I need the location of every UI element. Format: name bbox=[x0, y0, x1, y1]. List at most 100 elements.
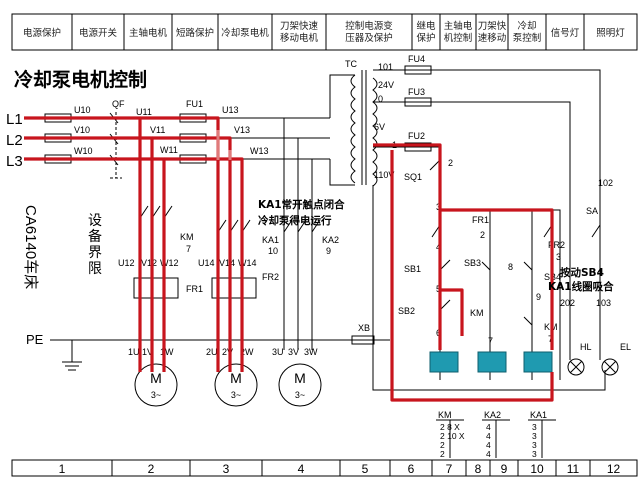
contact-table-row: 4 bbox=[486, 440, 491, 450]
header-cell-12-line-1: 信号灯 bbox=[551, 27, 580, 39]
header-cell-2-line-1: 电源开关 bbox=[79, 27, 118, 39]
annotation-sb4-line2: KA1线圈吸合 bbox=[548, 280, 614, 293]
footer-cell-9: 9 bbox=[501, 462, 508, 476]
wire-V10: V10 bbox=[74, 125, 90, 135]
motor-symbol: M bbox=[150, 370, 162, 386]
voltage-6v: 6V bbox=[374, 122, 385, 132]
header-cell-8-line-2: 保护 bbox=[416, 32, 435, 44]
contact-KA2-label: KA2 bbox=[322, 235, 339, 245]
header-cell-10-line-1: 刀架快 bbox=[478, 20, 507, 32]
equipment-boundary-char: 设 bbox=[88, 212, 102, 228]
diagram-title: 冷却泵电机控制 bbox=[14, 68, 147, 91]
relay-FR2-label: FR2 bbox=[548, 240, 565, 250]
header-cell-9-line-1: 主轴电 bbox=[444, 20, 473, 32]
contact-table-row: 3 bbox=[532, 440, 537, 450]
motor-ac-symbol: 3~ bbox=[231, 390, 241, 400]
ref-7: 7 bbox=[186, 244, 191, 254]
footer-cell-12: 12 bbox=[607, 462, 621, 476]
node-202: 202 bbox=[560, 298, 575, 308]
ref-9: 9 bbox=[326, 246, 331, 256]
contact-table-title: KA2 bbox=[484, 410, 501, 420]
button-SB2-label: SB2 bbox=[398, 306, 415, 316]
footer-cell-3: 3 bbox=[223, 462, 230, 476]
fuse-FU4-label: FU4 bbox=[408, 54, 425, 64]
motor-terminal-label: 2W bbox=[240, 347, 254, 357]
contact-table-row: 3 bbox=[532, 431, 537, 441]
lamp-HL bbox=[567, 358, 585, 376]
wire-V14: V14 bbox=[219, 258, 235, 268]
overload-FR1-label: FR1 bbox=[186, 284, 203, 294]
footer-cell-11: 11 bbox=[567, 462, 580, 476]
machine-label: CA6140车床 bbox=[22, 205, 39, 289]
fuse-FU2-label: FU2 bbox=[408, 131, 425, 141]
wire-W10: W10 bbox=[74, 146, 93, 156]
pe-label: PE bbox=[26, 332, 44, 347]
fuse-FU1-label: FU1 bbox=[186, 99, 203, 109]
header-cell-6-line-1: 刀架快速 bbox=[280, 20, 319, 32]
phase-L3: L3 bbox=[6, 153, 23, 170]
contact-table-row: 2 8 X bbox=[440, 422, 460, 432]
header-cell-1-line-1: 电源保护 bbox=[23, 27, 61, 39]
footer-cell-7: 7 bbox=[446, 462, 453, 476]
annotation-ka1-line2: 冷却泵得电运行 bbox=[258, 214, 332, 227]
overload-FR2-label: FR2 bbox=[262, 272, 279, 282]
header-cell-6-line-2: 移动电机 bbox=[280, 32, 319, 44]
fuse-FU3-label: FU3 bbox=[408, 87, 425, 97]
node-7: 7 bbox=[488, 336, 493, 346]
header-cell-3-line-1: 主轴电机 bbox=[129, 27, 168, 39]
annotation-sb4-line1: 按动SB4 bbox=[560, 266, 604, 279]
header-cell-13-line-1: 照明灯 bbox=[596, 28, 625, 39]
header-table: 电源保护电源开关主轴电机短路保护冷却泵电机刀架快速移动电机控制电源变压器及保护继… bbox=[11, 13, 638, 51]
motor-symbol: M bbox=[294, 370, 306, 386]
wire-U13: U13 bbox=[222, 105, 239, 115]
node-103: 103 bbox=[596, 298, 611, 308]
equipment-boundary-char: 备 bbox=[88, 228, 102, 244]
node-101: 101 bbox=[378, 62, 393, 72]
motor-ac-symbol: 3~ bbox=[151, 390, 161, 400]
voltage-110v: 110V bbox=[374, 170, 394, 180]
limit-switch-SQ1-label: SQ1 bbox=[404, 172, 422, 182]
contact-table-row: 3 bbox=[532, 422, 537, 432]
button-SB1-label: SB1 bbox=[404, 264, 421, 274]
button-SB3-label: SB3 bbox=[464, 258, 481, 268]
contact-table-row: 2 bbox=[440, 449, 445, 459]
node-102: 102 bbox=[598, 178, 613, 188]
coil-KA1 bbox=[523, 351, 553, 373]
header-cell-7-line-2: 压器及保护 bbox=[345, 32, 393, 44]
motor-terminal-label: 3U bbox=[272, 347, 284, 357]
footer-cell-6: 6 bbox=[408, 462, 415, 476]
header-cell-8-line-1: 继电 bbox=[416, 20, 436, 32]
motor-symbol: M bbox=[230, 370, 242, 386]
footer-cell-2: 2 bbox=[148, 462, 155, 476]
phase-L1: L1 bbox=[6, 111, 23, 128]
node-3b: 3 bbox=[556, 252, 561, 262]
wire-V11: V11 bbox=[150, 125, 165, 135]
wire-U14: U14 bbox=[198, 258, 215, 268]
lamp-EL bbox=[601, 358, 619, 376]
contact-table-row: 4 bbox=[486, 431, 491, 441]
motor-terminal-label: 3W bbox=[304, 347, 318, 357]
motor-terminal-label: 3V bbox=[288, 347, 299, 357]
header-cell-4-line-1: 短路保护 bbox=[176, 27, 214, 39]
header-cell-7-line-1: 控制电源变 bbox=[345, 20, 393, 32]
power-circuit: L1 L2 L3 U10 V10 W10 QF U11 V11 W11 FU1 … bbox=[6, 99, 390, 371]
contact-KA1-label: KA1 bbox=[262, 235, 279, 245]
connector-XB-label: XB bbox=[358, 323, 370, 333]
lamp-EL-label: EL bbox=[620, 342, 631, 352]
motor-terminal-label: 2U bbox=[206, 347, 218, 357]
contact-table-row: 4 bbox=[486, 422, 491, 432]
wire-V13: V13 bbox=[234, 125, 250, 135]
contact-KM-aux-label: KM bbox=[470, 308, 484, 318]
wire-W12: W12 bbox=[160, 258, 179, 268]
equipment-boundary-char: 界 bbox=[88, 244, 102, 260]
contact-table-row: 2 bbox=[440, 440, 445, 450]
coil-KM bbox=[429, 351, 459, 373]
wire-W14: W14 bbox=[238, 258, 257, 268]
footer-cell-8: 8 bbox=[475, 462, 482, 476]
